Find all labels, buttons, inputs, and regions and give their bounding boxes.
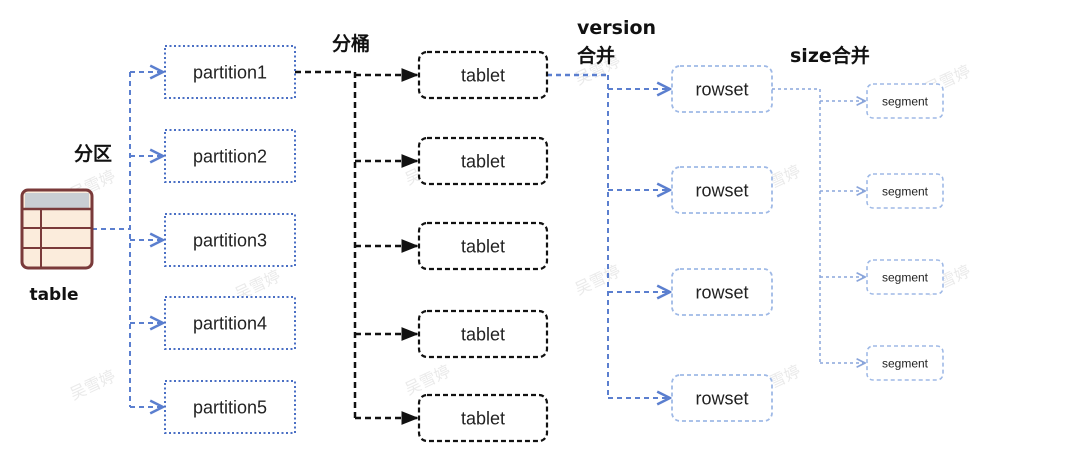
partition-node-label: partition3	[193, 230, 267, 250]
connectors	[92, 72, 865, 425]
tablet-node-box	[417, 309, 549, 359]
tablet-node-box	[417, 50, 549, 100]
tablet-node-label: tablet	[461, 65, 505, 85]
partition-node: partition4	[164, 296, 296, 350]
partition-node-label: partition4	[193, 313, 267, 333]
rowset-node: rowset	[671, 268, 773, 316]
segment-nodes: segment segment segment segment	[866, 83, 944, 381]
segment-node-label: segment	[882, 356, 929, 370]
rowset-node-box	[671, 65, 773, 113]
table-label: table	[29, 285, 78, 305]
segment-node: segment	[866, 259, 944, 295]
tablet-node-box	[417, 221, 549, 271]
tablet-node-box	[417, 136, 549, 186]
partition-node-label: partition5	[193, 397, 267, 417]
partition-node-box	[164, 380, 296, 434]
tablet-node: tablet	[417, 136, 549, 186]
partition-node: partition1	[164, 45, 296, 99]
size-merge-stage-label: size合并	[790, 44, 870, 67]
partition-nodes: partition1 partition2 partition3 partition4…	[164, 45, 296, 434]
tablet-node-label: tablet	[461, 236, 505, 256]
partition-node-box	[164, 296, 296, 350]
table-icon	[20, 188, 94, 270]
tablet-node-label: tablet	[461, 408, 505, 428]
partition-node: partition2	[164, 129, 296, 183]
version-merge-label-line2: 合并	[577, 44, 615, 67]
partition-node-box	[164, 213, 296, 267]
partition-stage-label: 分区	[74, 143, 112, 165]
rowset-node-label: rowset	[695, 282, 748, 302]
segment-node-label: segment	[882, 270, 929, 284]
watermark-text: 吴雪婷	[402, 361, 454, 399]
rowset-node: rowset	[671, 65, 773, 113]
segment-node-box	[866, 259, 944, 295]
segment-node: segment	[866, 83, 944, 119]
segment-node-label: segment	[882, 184, 929, 198]
segment-node-box	[866, 173, 944, 209]
rowset-node-box	[671, 268, 773, 316]
rowset-node-box	[671, 166, 773, 214]
rowset-node-label: rowset	[695, 388, 748, 408]
tablet-node: tablet	[417, 309, 549, 359]
segment-node-box	[866, 83, 944, 119]
tablet-node-box	[417, 393, 549, 443]
tablet-node-label: tablet	[461, 151, 505, 171]
rowset-nodes: rowset rowset rowset rowset	[671, 65, 773, 422]
segment-node: segment	[866, 173, 944, 209]
tablet-node: tablet	[417, 221, 549, 271]
partition-node: partition3	[164, 213, 296, 267]
rowset-node-box	[671, 374, 773, 422]
tablet-nodes: tablet tablet tablet tablet tablet	[417, 50, 549, 443]
tablet-node-label: tablet	[461, 324, 505, 344]
partition-node-box	[164, 129, 296, 183]
bucket-stage-label: 分桶	[332, 32, 370, 55]
watermark-text: 吴雪婷	[572, 261, 624, 299]
tablet-node: tablet	[417, 50, 549, 100]
segment-node-box	[866, 345, 944, 381]
partition-node-label: partition1	[193, 62, 267, 82]
tablet-node: tablet	[417, 393, 549, 443]
version-merge-label-line1: version	[577, 17, 656, 39]
partition-node-box	[164, 45, 296, 99]
segment-node: segment	[866, 345, 944, 381]
rowset-node-label: rowset	[695, 180, 748, 200]
segment-node-label: segment	[882, 94, 929, 108]
partition-node-label: partition2	[193, 146, 267, 166]
rowset-node: rowset	[671, 374, 773, 422]
rowset-node: rowset	[671, 166, 773, 214]
watermark-text: 吴雪婷	[67, 366, 119, 404]
rowset-node-label: rowset	[695, 79, 748, 99]
partition-node: partition5	[164, 380, 296, 434]
